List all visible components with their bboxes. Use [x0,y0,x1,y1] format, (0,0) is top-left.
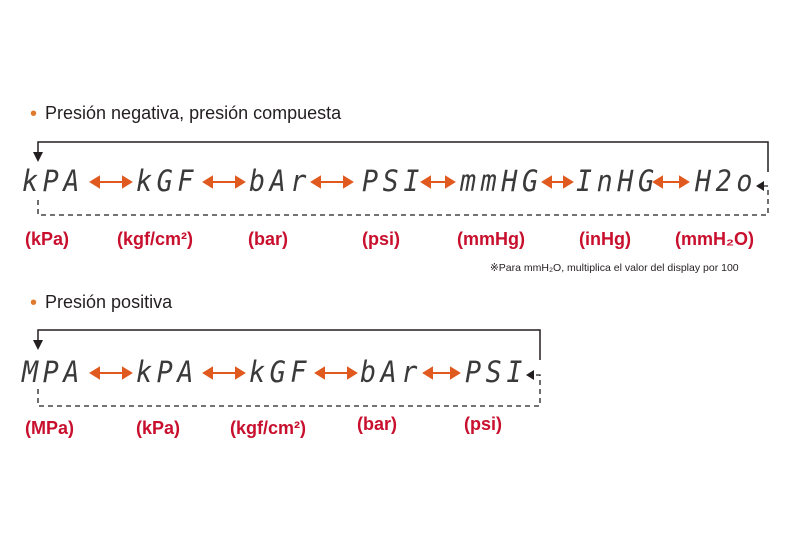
negative-loop-arrowhead-left-icon [756,181,764,191]
display-bar: bAr [249,164,311,198]
positive-title: Presión positiva [45,292,173,312]
negative-loop-arrowhead-down-icon [33,152,43,162]
unit-psi: (psi) [464,414,502,434]
unit-inhg: (inHg) [579,229,631,249]
section-title-negative: • Presión negativa, presión compuesta [30,103,341,124]
display-h2o: H2o [695,164,757,198]
unit-psi: (psi) [362,229,400,249]
negative-loop-solid-line [37,141,769,172]
double-arrow-icon [89,366,133,380]
bullet-icon: • [30,102,38,125]
unit-kpa: (kPa) [136,418,181,438]
unit-kgf-cm2: (kgf/cm²) [230,418,306,438]
unit-bar: (bar) [357,414,397,434]
display-mmhg: mmHG [460,164,543,198]
double-arrow-icon [420,175,456,189]
positive-loop-dashed-line [37,374,541,407]
double-arrow-icon [202,175,246,189]
display-bar: bAr [360,355,422,389]
double-arrow-icon [541,175,574,189]
unit-mpa: (MPa) [25,418,74,438]
double-arrow-icon [89,175,133,189]
double-arrow-icon [422,366,461,380]
display-kpa: kPA [136,355,198,389]
unit-kgf-cm2: (kgf/cm²) [117,229,193,249]
unit-bar: (bar) [248,229,288,249]
display-inhg: InHG [576,164,659,198]
positive-arrows [89,366,461,380]
unit-mmh2o: (mmH₂O) [675,229,754,249]
unit-mmhg: (mmHg) [457,229,525,249]
display-psi: PSI [465,355,527,389]
positive-loop-solid-line [37,329,541,360]
bullet-icon: • [30,291,38,314]
section-title-positive: • Presión positiva [30,292,172,313]
unit-kpa: (kPa) [25,229,70,249]
negative-title: Presión negativa, presión compuesta [45,103,342,123]
double-arrow-icon [652,175,690,189]
display-mpa: MPA [22,355,84,389]
double-arrow-icon [202,366,246,380]
display-kpa: kPA [22,164,84,198]
negative-arrows [89,175,690,189]
positive-loop-arrowhead-down-icon [33,340,43,350]
mmh2o-note: ※Para mmH₂O, multiplica el valor del dis… [490,262,739,274]
display-kgf: kGF [136,164,198,198]
double-arrow-icon [314,366,358,380]
display-psi: PSI [362,164,424,198]
negative-loop-dashed-line [37,185,769,216]
double-arrow-icon [310,175,354,189]
display-kgf: kGF [249,355,311,389]
positive-loop-arrowhead-left-icon [526,370,534,380]
